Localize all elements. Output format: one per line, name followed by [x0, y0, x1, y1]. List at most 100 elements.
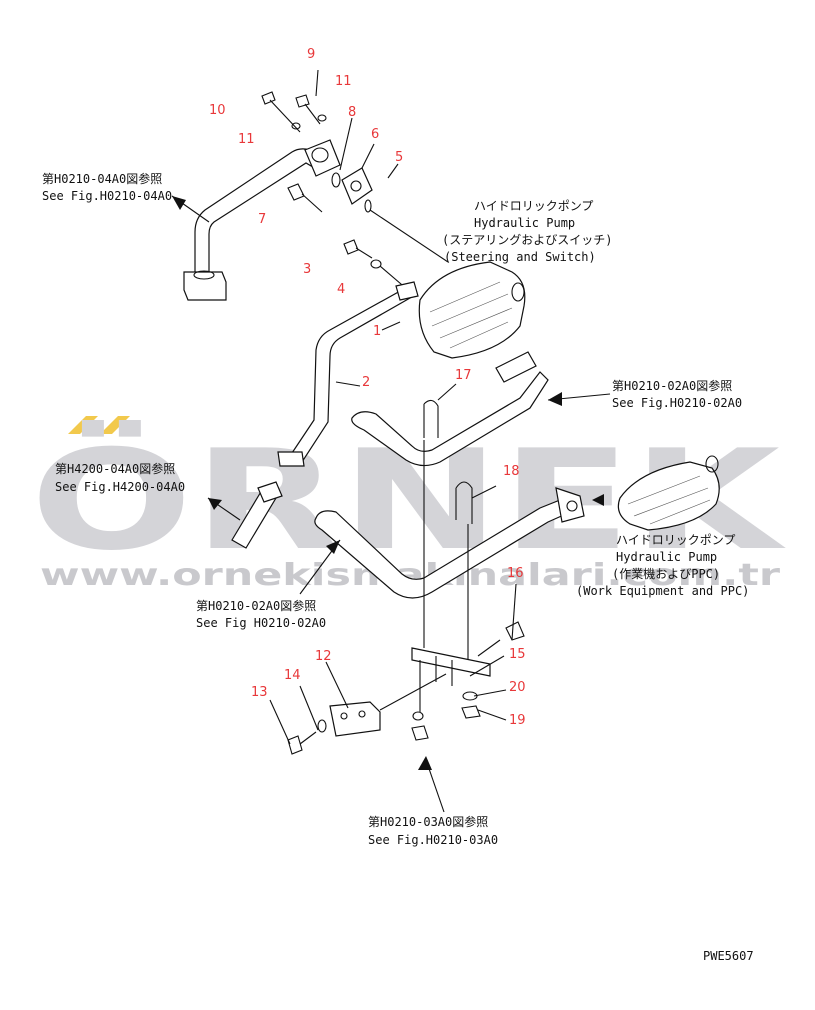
callout-12: 12 — [315, 649, 332, 664]
leader-8 — [339, 117, 353, 171]
callout-15: 15 — [509, 647, 526, 662]
pump-ppc-flange — [555, 487, 585, 523]
hydraulic-pump-steering — [418, 261, 526, 359]
arrows — [172, 196, 604, 770]
note-h4200-04a0-en: See Fig.H4200-04A0 — [55, 480, 185, 494]
watermark-accent-left — [68, 416, 98, 434]
callout-1: 1 — [373, 324, 381, 339]
callout-5: 5 — [395, 150, 403, 165]
leader-5 — [369, 209, 449, 263]
tube-flange-left — [183, 271, 227, 301]
callout-6: 6 — [371, 127, 379, 142]
note-pump-steering-en2: (Steering and Switch) — [444, 250, 596, 264]
upper-hose-flange — [495, 351, 537, 383]
hose-fitting — [257, 481, 283, 503]
callout-7: 7 — [258, 212, 266, 227]
callout-17: 17 — [455, 368, 472, 383]
callout-3: 3 — [303, 262, 311, 277]
note-h0210-02a0-right-en: See Fig.H0210-02A0 — [612, 396, 742, 410]
bracket-12-hole-a — [340, 712, 348, 720]
flange-bore-2 — [566, 500, 578, 512]
tube-2-flange — [277, 451, 305, 467]
leader-16 — [511, 583, 517, 641]
leader-14 — [299, 685, 319, 731]
leader-12 — [379, 673, 447, 711]
arrow-n7 — [418, 756, 432, 770]
leader-15 — [469, 655, 505, 677]
pump-hatching — [429, 281, 513, 349]
note-pump-ppc-en: Hydraulic Pump — [616, 550, 717, 564]
callout-14: 14 — [284, 668, 301, 683]
drawing-code: PWE5607 — [703, 949, 754, 963]
bolt-9 — [295, 94, 321, 125]
note-pump-ppc-en2: (Work Equipment and PPC) — [576, 584, 749, 598]
callout-16: 16 — [507, 566, 524, 581]
bracket-12 — [329, 701, 381, 737]
callout-9: 9 — [307, 47, 315, 62]
note-pump-ppc-jp: ハイドロリックポンプ — [616, 533, 735, 547]
bracket-15-legs — [435, 656, 453, 686]
callout-4: 4 — [337, 282, 345, 297]
leader-13 — [269, 699, 291, 745]
clamp-17 — [423, 399, 439, 438]
arrow-n6 — [326, 540, 340, 554]
bottom-nut — [411, 725, 429, 741]
leader-5b — [387, 163, 399, 179]
tube-2-end-flange — [395, 281, 419, 301]
bracket-12-hole-b — [358, 710, 366, 718]
bracket-15 — [411, 647, 491, 677]
note-h0210-04a0-jp: 第H0210-04A0図参照 — [42, 171, 162, 186]
pipe-elbow-flange — [304, 139, 341, 177]
callout-11-right: 11 — [335, 74, 352, 89]
callout-13: 13 — [251, 685, 268, 700]
flange-bore — [193, 270, 215, 280]
nut-19 — [461, 705, 481, 719]
callout-20: 20 — [509, 680, 526, 695]
callout-18: 18 — [503, 464, 520, 479]
callout-8: 8 — [348, 105, 356, 120]
note-h0210-03a0-en: See Fig.H0210-03A0 — [368, 833, 498, 847]
o-ring-8 — [331, 172, 341, 188]
watermark-accent-right — [100, 416, 130, 434]
o-ring-5 — [364, 199, 372, 213]
clamp-18 — [455, 481, 473, 524]
bolt-16 — [477, 621, 525, 657]
flange-6-bore — [350, 180, 362, 192]
leader-20 — [473, 689, 507, 697]
washer-11-left — [291, 122, 301, 130]
leader-1 — [381, 321, 401, 331]
leader-19 — [477, 709, 507, 721]
leader-17 — [437, 383, 457, 401]
note-h0210-02a0-right-jp: 第H0210-02A0図参照 — [612, 378, 732, 393]
bolt-13 — [287, 731, 317, 755]
bolt-10 — [261, 91, 301, 133]
leader-2 — [335, 381, 361, 387]
pump-ppc-hatching — [627, 475, 711, 525]
leader-6 — [361, 143, 375, 169]
arrow-n4 — [208, 498, 222, 510]
part-callouts: 1 2 3 4 5 6 7 8 9 10 11 11 12 13 14 15 1… — [209, 47, 526, 728]
note-pump-steering-en: Hydraulic Pump — [474, 216, 575, 230]
note-pump-steering-jp: ハイドロリックポンプ — [474, 199, 593, 213]
arrow-n5 — [592, 494, 604, 506]
callout-19: 19 — [509, 713, 526, 728]
flange-6 — [341, 167, 373, 205]
note-h0210-03a0-jp: 第H0210-03A0図参照 — [368, 814, 488, 829]
leader-12b — [325, 661, 349, 709]
note-h0210-04a0-en: See Fig.H0210-04A0 — [42, 189, 172, 203]
leader-9 — [315, 69, 319, 97]
hydraulic-pump-ppc — [617, 461, 720, 531]
callout-11-left: 11 — [238, 132, 255, 147]
bolt-7 — [287, 183, 323, 213]
leader-18 — [471, 485, 497, 499]
bottom-washer — [412, 711, 424, 721]
arrow-n3 — [548, 392, 562, 406]
callout-2: 2 — [362, 375, 370, 390]
note-pump-steering-jp2: (ステアリングおよびスイッチ) — [442, 233, 612, 247]
bolt-3 — [343, 239, 373, 259]
elbow-opening — [311, 147, 329, 163]
washer-11-right — [317, 114, 327, 122]
arrow-n1 — [172, 196, 186, 210]
